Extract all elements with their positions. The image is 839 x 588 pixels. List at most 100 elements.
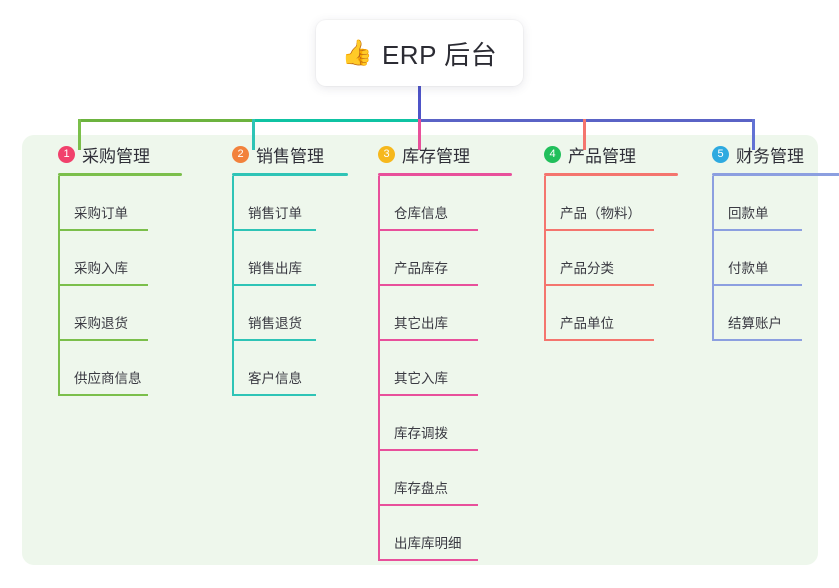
branch-item[interactable]: 客户信息 [218,341,348,396]
branch-item-label: 出库库明细 [394,536,462,551]
branch-item[interactable]: 销售订单 [218,176,348,231]
branches-panel [22,135,818,565]
branch-item-rule [232,284,316,286]
branch-header-1[interactable]: 1 采购管理 [44,135,182,173]
branch-item-rule [378,339,478,341]
branch-item-label: 回款单 [728,206,769,221]
branch-item-rule [58,284,148,286]
branch-item[interactable]: 付款单 [698,231,839,286]
branch-item-label: 产品库存 [394,261,448,276]
branch-item-label: 销售退货 [248,316,302,331]
branch-item-label: 产品单位 [560,316,614,331]
branch-badge-5: 5 [712,145,729,163]
branch-item[interactable]: 产品单位 [530,286,678,341]
branch-column-5: 5 财务管理回款单付款单结算账户 [698,135,839,341]
branch-item-rule [378,559,478,561]
branch-item[interactable]: 出库库明细 [364,506,512,561]
branch-column-4: 4 产品管理产品（物料） 产品分类产品单位 [530,135,678,341]
branch-item-label: 采购退货 [74,316,128,331]
branch-item-label: 结算账户 [728,316,782,331]
branch-column-2: 2 销售管理销售订单销售出库销售退货客户信息 [218,135,348,396]
branch-item-rule [712,284,802,286]
branch-item-rule [58,394,148,396]
branch-title-5: 财务管理 [736,146,804,166]
branch-item-label: 采购订单 [74,206,128,221]
branch-items-4: 产品（物料） 产品分类产品单位 [530,176,678,341]
branch-item-rule [712,339,802,341]
branch-title-4: 产品管理 [568,146,636,166]
branch-rule-2 [232,173,348,176]
branch-badge-4: 4 [544,145,561,163]
branch-item[interactable]: 库存调拨 [364,396,512,451]
branch-item-label: 库存盘点 [394,481,448,496]
branch-badge-2: 2 [232,145,249,163]
branch-item[interactable]: 结算账户 [698,286,839,341]
branch-item-label: 供应商信息 [74,371,142,386]
branch-item[interactable]: 其它出库 [364,286,512,341]
branch-spine-4 [544,176,546,341]
branch-header-3[interactable]: 3 库存管理 [364,135,512,173]
branch-item[interactable]: 销售出库 [218,231,348,286]
branch-rule-4 [544,173,678,176]
branch-spine-5 [712,176,714,341]
branch-rule-1 [58,173,182,176]
branch-item[interactable]: 仓库信息 [364,176,512,231]
branch-spine-3 [378,176,380,561]
branch-spine-1 [58,176,60,396]
branch-title-3: 库存管理 [402,146,470,166]
branch-item[interactable]: 产品库存 [364,231,512,286]
branch-item-rule [58,229,148,231]
branch-item[interactable]: 采购退货 [44,286,182,341]
branch-items-3: 仓库信息产品库存其它出库其它入库库存调拨库存盘点出库库明细 [364,176,512,561]
branch-column-3: 3 库存管理仓库信息产品库存其它出库其它入库库存调拨库存盘点出库库明细 [364,135,512,561]
branch-item-rule [232,229,316,231]
branch-item[interactable]: 产品（物料） [530,176,678,231]
branch-item-rule [58,339,148,341]
branch-item-label: 仓库信息 [394,206,448,221]
branch-item[interactable]: 采购订单 [44,176,182,231]
root-title: ERP 后台 [381,39,498,70]
branch-rule-5 [712,173,839,176]
branch-header-5[interactable]: 5 财务管理 [698,135,839,173]
branch-item[interactable]: 其它入库 [364,341,512,396]
branch-header-4[interactable]: 4 产品管理 [530,135,678,173]
branch-columns: 1 采购管理采购订单采购入库采购退货供应商信息 2 销售管理销售订单销售出库销售退货客… [22,135,839,565]
branch-item-label: 产品分类 [560,261,614,276]
branch-spine-2 [232,176,234,396]
branch-item[interactable]: 销售退货 [218,286,348,341]
branch-item-label: 其它入库 [394,371,448,386]
branch-item[interactable]: 供应商信息 [44,341,182,396]
branch-item[interactable]: 回款单 [698,176,839,231]
branch-item-label: 产品（物料） [560,206,641,221]
branch-item-rule [232,394,316,396]
branch-badge-3: 3 [378,145,395,163]
root-node[interactable]: 👍 ERP 后台 [316,20,523,86]
thumbs-up-icon: 👍 [341,38,373,67]
branch-item-label: 销售订单 [248,206,302,221]
branch-item[interactable]: 产品分类 [530,231,678,286]
branch-item-rule [544,339,654,341]
branch-items-5: 回款单付款单结算账户 [698,176,839,341]
branch-column-1: 1 采购管理采购订单采购入库采购退货供应商信息 [44,135,182,396]
branch-item-rule [712,229,802,231]
branch-item-rule [232,339,316,341]
branch-item-rule [544,284,654,286]
branch-item[interactable]: 库存盘点 [364,451,512,506]
branch-badge-1: 1 [58,145,75,163]
branch-items-1: 采购订单采购入库采购退货供应商信息 [44,176,182,396]
branch-item-label: 销售出库 [248,261,302,276]
branch-title-1: 采购管理 [82,146,150,166]
branch-title-2: 销售管理 [256,146,324,166]
branch-item-rule [544,229,654,231]
branch-item-label: 客户信息 [248,371,302,386]
branch-item-rule [378,394,478,396]
branch-item-rule [378,284,478,286]
branch-items-2: 销售订单销售出库销售退货客户信息 [218,176,348,396]
branch-item-label: 库存调拨 [394,426,448,441]
branch-header-2[interactable]: 2 销售管理 [218,135,348,173]
branch-item-rule [378,229,478,231]
branch-item-rule [378,449,478,451]
branch-item-label: 采购入库 [74,261,128,276]
branch-item[interactable]: 采购入库 [44,231,182,286]
